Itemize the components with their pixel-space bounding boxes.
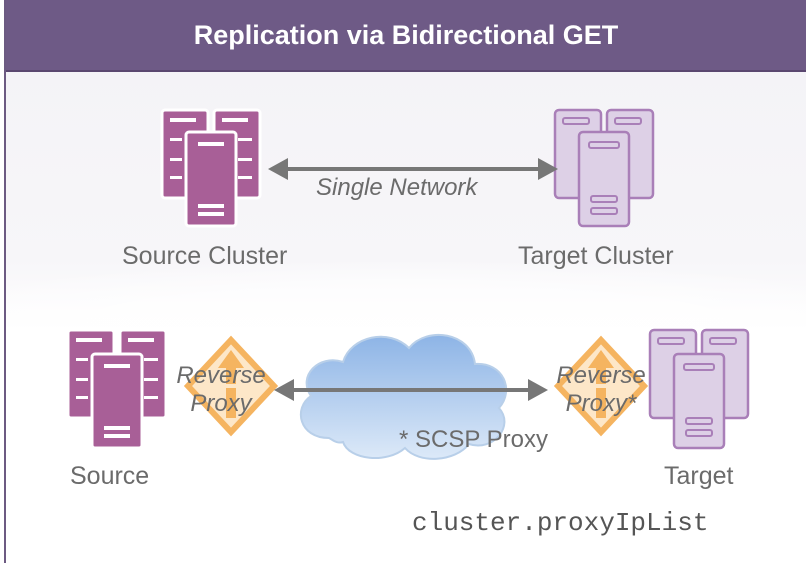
target-label: Target [664, 462, 734, 490]
single-network-label: Single Network [316, 174, 478, 201]
top-double-arrow-icon [268, 158, 558, 180]
source-label: Source [70, 462, 150, 490]
target-server-icon [648, 328, 750, 450]
source-cluster-icon [160, 108, 262, 228]
left-reverse-proxy-icon [183, 335, 279, 437]
scsp-proxy-label: * SCSP Proxy [399, 426, 548, 453]
left-proxy-label: Reverse Proxy [166, 362, 276, 418]
left-proxy-line2: Proxy [190, 390, 252, 417]
title-bar: Replication via Bidirectional GET [6, 0, 806, 72]
target-cluster-icon [553, 108, 655, 228]
right-proxy-label: Reverse Proxy* [546, 362, 656, 418]
left-proxy-line1: Reverse [176, 362, 266, 389]
bottom-double-arrow-icon [274, 379, 548, 401]
cloud-icon [299, 334, 508, 460]
right-proxy-line2: Proxy* [565, 390, 637, 417]
diagram-frame: Replication via Bidirectional GET [4, 0, 806, 563]
right-proxy-line1: Reverse [556, 362, 646, 389]
source-server-icon [66, 328, 168, 450]
right-reverse-proxy-icon [553, 335, 649, 437]
diagram-title: Replication via Bidirectional GET [193, 19, 619, 50]
source-cluster-label: Source Cluster [122, 242, 288, 270]
proxy-ip-list-setting: cluster.proxyIpList [412, 508, 709, 538]
target-cluster-label: Target Cluster [518, 242, 674, 270]
